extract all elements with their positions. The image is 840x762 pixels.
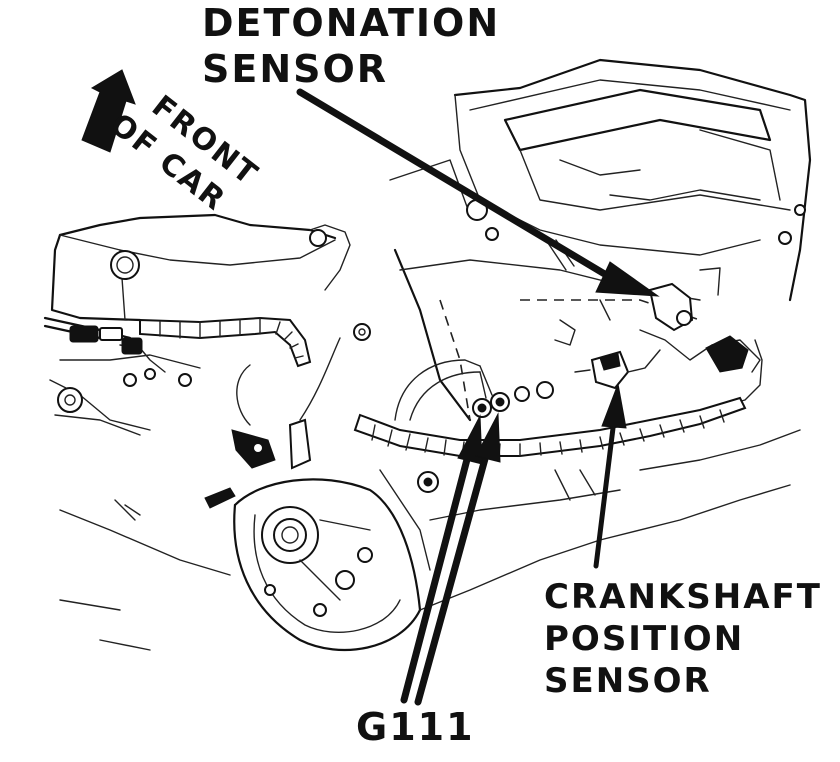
engine-line-art — [43, 58, 812, 652]
front-of-car-arrow — [81, 69, 136, 153]
crankshaft-label-line3: SENSOR — [544, 661, 712, 701]
detonation-sensor-leader — [296, 88, 660, 297]
g111-leaders — [400, 412, 501, 706]
g111-label: G111 — [356, 705, 475, 749]
detonation-sensor-label-line2: SENSOR — [202, 47, 388, 91]
crankshaft-label-line1: CRANKSHAFT — [544, 577, 822, 617]
crankshaft-label-line2: POSITION — [544, 619, 744, 659]
detonation-sensor-label-line1: DETONATION — [202, 1, 500, 45]
crankshaft-sensor-leader — [593, 382, 627, 569]
